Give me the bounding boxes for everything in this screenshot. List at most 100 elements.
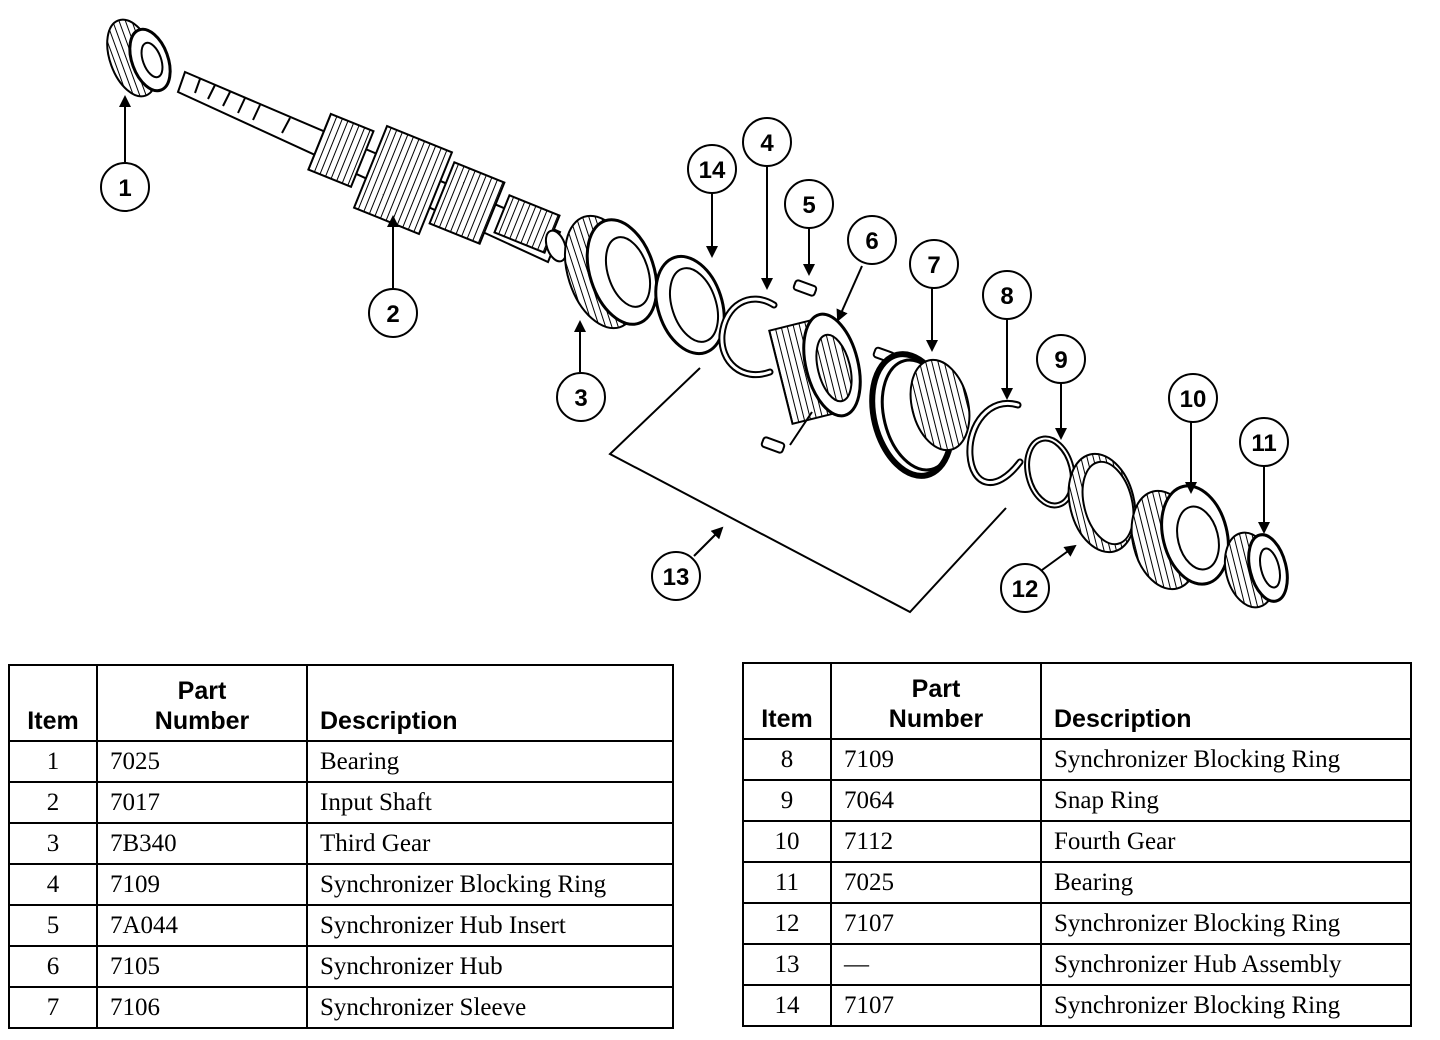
part-number-cell: 7106	[96, 986, 308, 1029]
item-cell: 5	[8, 904, 98, 947]
table-row: 6 7105 Synchronizer Hub	[8, 945, 674, 988]
description-cell: Synchronizer Hub Insert	[306, 904, 674, 947]
callout-5: 5	[784, 179, 834, 229]
svg-text:9: 9	[1054, 347, 1067, 374]
item-cell: 1	[8, 740, 98, 783]
description-cell: Third Gear	[306, 822, 674, 865]
table-row: 9 7064 Snap Ring	[742, 779, 1412, 822]
table-row: 2 7017 Input Shaft	[8, 781, 674, 824]
snap-ring-part-9	[1024, 435, 1076, 509]
header-part-number: Part Number	[830, 662, 1042, 740]
description-cell: Input Shaft	[306, 781, 674, 824]
description-cell: Synchronizer Hub	[306, 945, 674, 988]
exploded-parts-diagram: 1 2 3 4 5 6 7 8 9 10 11 12	[100, 18, 1289, 614]
item-cell: 10	[742, 820, 832, 863]
svg-text:10: 10	[1180, 386, 1207, 413]
item-cell: 9	[742, 779, 832, 822]
item-cell: 12	[742, 902, 832, 945]
svg-text:8: 8	[1000, 283, 1013, 310]
leader-arrows	[119, 95, 1270, 571]
table-header-row: Item Part Number Description	[8, 664, 674, 742]
hub-insert-part-5	[792, 279, 818, 297]
part-number-cell: 7112	[830, 820, 1042, 863]
callout-1: 1	[100, 162, 150, 212]
svg-text:6: 6	[865, 228, 878, 255]
part-number-cell: 7107	[830, 902, 1042, 945]
description-cell: Synchronizer Blocking Ring	[1040, 984, 1412, 1027]
blocking-ring-part-14	[654, 254, 726, 356]
item-cell: 4	[8, 863, 98, 906]
callout-8: 8	[982, 270, 1032, 320]
item-cell: 14	[742, 984, 832, 1027]
hub-insert-leader	[789, 411, 813, 446]
header-item: Item	[8, 664, 98, 742]
third-gear-part-3	[564, 214, 659, 330]
part-number-cell: 7017	[96, 781, 308, 824]
item-cell: 7	[8, 986, 98, 1029]
part-number-cell: 7109	[96, 863, 308, 906]
part-number-cell: 7025	[830, 861, 1042, 904]
description-cell: Bearing	[1040, 861, 1412, 904]
part-number-cell: 7A044	[96, 904, 308, 947]
item-cell: 2	[8, 781, 98, 824]
callout-4: 4	[742, 117, 792, 167]
svg-text:7: 7	[927, 252, 940, 279]
svg-text:13: 13	[663, 564, 690, 591]
callout-13: 13	[651, 551, 701, 601]
callout-10: 10	[1168, 373, 1218, 423]
svg-text:14: 14	[699, 157, 726, 184]
hub-assembly-bracket	[608, 367, 1007, 614]
svg-text:2: 2	[386, 301, 399, 328]
table-row: 5 7A044 Synchronizer Hub Insert	[8, 904, 674, 947]
hub-insert-lower	[760, 436, 786, 454]
callout-14: 14	[687, 144, 737, 194]
synchronizer-sleeve-part-7	[869, 351, 971, 479]
part-number-cell: 7107	[830, 984, 1042, 1027]
fourth-gear-part-10	[1130, 484, 1230, 591]
blocking-ring-part-12	[1067, 452, 1137, 554]
callout-12: 12	[1000, 563, 1050, 613]
part-number-cell: 7109	[830, 738, 1042, 781]
table-row: 8 7109 Synchronizer Blocking Ring	[742, 738, 1412, 781]
svg-text:3: 3	[574, 385, 587, 412]
description-cell: Snap Ring	[1040, 779, 1412, 822]
part-number-cell: —	[830, 943, 1042, 986]
header-part-number-text: Part Number	[888, 675, 984, 733]
table-row: 11 7025 Bearing	[742, 861, 1412, 904]
part-number-cell: 7105	[96, 945, 308, 988]
description-cell: Synchronizer Blocking Ring	[1040, 902, 1412, 945]
description-cell: Synchronizer Blocking Ring	[1040, 738, 1412, 781]
table-row: 4 7109 Synchronizer Blocking Ring	[8, 863, 674, 906]
item-cell: 13	[742, 943, 832, 986]
svg-text:11: 11	[1251, 430, 1276, 457]
header-part-number-text: Part Number	[154, 677, 250, 735]
bearing-part-11	[1223, 531, 1289, 609]
description-cell: Bearing	[306, 740, 674, 783]
part-number-cell: 7B340	[96, 822, 308, 865]
parts-table-left: Item Part Number Description 1 7025 Bear…	[8, 664, 674, 1029]
table-header-row: Item Part Number Description	[742, 662, 1412, 740]
callout-9: 9	[1036, 334, 1086, 384]
description-cell: Fourth Gear	[1040, 820, 1412, 863]
synchronizer-hub-part-6	[768, 312, 862, 426]
table-row: 3 7B340 Third Gear	[8, 822, 674, 865]
header-item: Item	[742, 662, 832, 740]
part-number-cell: 7025	[96, 740, 308, 783]
callout-2: 2	[368, 288, 418, 338]
callout-7: 7	[909, 239, 959, 289]
table-row: 10 7112 Fourth Gear	[742, 820, 1412, 863]
header-description: Description	[1040, 662, 1412, 740]
table-row: 1 7025 Bearing	[8, 740, 674, 783]
callout-6: 6	[847, 215, 897, 265]
table-row: 13 — Synchronizer Hub Assembly	[742, 943, 1412, 986]
table-row: 14 7107 Synchronizer Blocking Ring	[742, 984, 1412, 1027]
callout-3: 3	[556, 372, 606, 422]
header-description: Description	[306, 664, 674, 742]
svg-text:12: 12	[1012, 576, 1039, 603]
table-row: 12 7107 Synchronizer Blocking Ring	[742, 902, 1412, 945]
description-cell: Synchronizer Blocking Ring	[306, 863, 674, 906]
svg-text:4: 4	[760, 130, 774, 157]
header-part-number: Part Number	[96, 664, 308, 742]
item-cell: 8	[742, 738, 832, 781]
svg-text:1: 1	[118, 175, 131, 202]
